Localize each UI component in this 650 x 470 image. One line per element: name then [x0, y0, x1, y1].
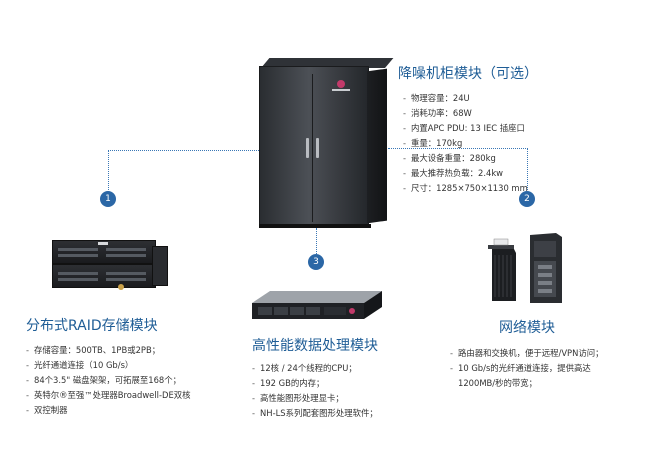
cabinet-spec-item: 最大推荐热负载：2.4kw [403, 166, 528, 181]
badge-3: 3 [308, 254, 324, 270]
storage-spec-item: 双控制器 [26, 403, 191, 418]
network-spec-item: 路由器和交换机，便于远程/VPN访问； [450, 346, 628, 361]
storage-spec-item: 光纤通道连接（10 Gb/s） [26, 358, 191, 373]
cabinet-spec-list: 物理容量：24U 消耗功率：68W 内置APC PDU: 13 IEC 插座口 … [403, 91, 528, 196]
badge-1: 1 [100, 191, 116, 207]
network-spec-item: 10 Gb/s的光纤通道连接，提供高达 1200MB/秒的带宽； [450, 361, 628, 391]
connector-line-1-horizontal [108, 150, 259, 151]
processing-server-image [252, 289, 382, 321]
storage-spec-list: 存储容量：500TB、1PB或2PB； 光纤通道连接（10 Gb/s） 84个3… [26, 343, 191, 418]
noise-reduction-cabinet-image [259, 58, 394, 228]
cabinet-spec-item: 内置APC PDU: 13 IEC 插座口 [403, 121, 528, 136]
storage-spec-item: 存储容量：500TB、1PB或2PB； [26, 343, 191, 358]
cabinet-module-title: 降噪机柜模块（可选） [398, 66, 538, 82]
processing-spec-item: NH-LS系列配套图形处理软件； [252, 406, 378, 421]
processing-spec-item: 192 GB的内存； [252, 376, 378, 391]
processing-spec-list: 12核 / 24个线程的CPU； 192 GB的内存； 高性能图形处理显卡； N… [252, 361, 378, 421]
network-equipment-image [486, 231, 566, 303]
connector-line-3-vertical [316, 228, 317, 256]
processing-spec-item: 高性能图形处理显卡； [252, 391, 378, 406]
raid-storage-image [52, 240, 170, 290]
brand-logo-icon [337, 80, 345, 88]
network-spec-list: 路由器和交换机，便于远程/VPN访问； 10 Gb/s的光纤通道连接，提供高达 … [450, 346, 628, 391]
processing-spec-item: 12核 / 24个线程的CPU； [252, 361, 378, 376]
cabinet-spec-item: 尺寸：1285×750×1130 mm [403, 181, 528, 196]
processing-module-title: 高性能数据处理模块 [252, 338, 378, 354]
storage-module-title: 分布式RAID存储模块 [26, 318, 158, 334]
cabinet-spec-item: 消耗功率：68W [403, 106, 528, 121]
storage-spec-item: 英特尔®至强™处理器Broadwell-DE双核 [26, 388, 191, 403]
cabinet-spec-item: 物理容量：24U [403, 91, 528, 106]
cabinet-spec-item: 最大设备重量：280kg [403, 151, 528, 166]
network-module-title: 网络模块 [499, 320, 555, 336]
cabinet-spec-item: 重量：170kg [403, 136, 528, 151]
storage-spec-item: 84个3.5" 磁盘架架，可拓展至168个； [26, 373, 191, 388]
connector-line-1-vertical [108, 150, 109, 190]
